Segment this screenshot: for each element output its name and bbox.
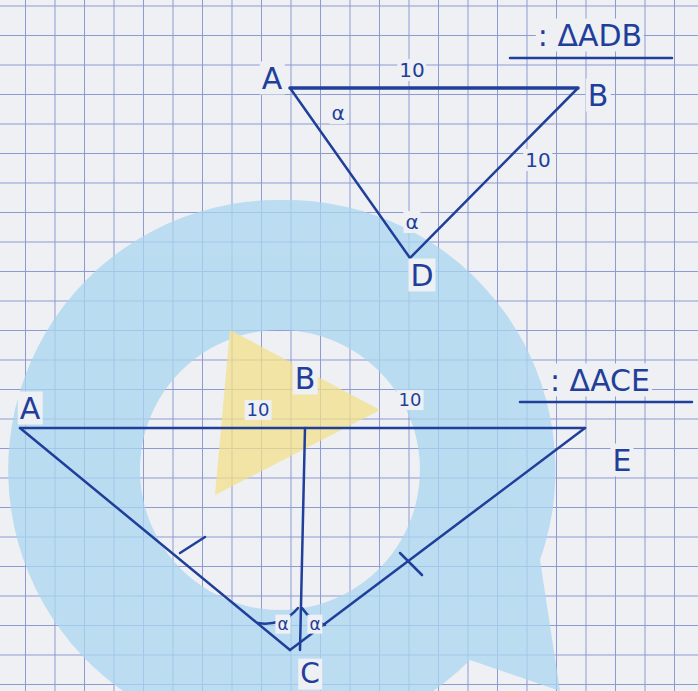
vertex-label: D [408,259,435,292]
grid-line [291,0,292,691]
grid-line [261,0,262,691]
vertex-label: A [260,62,285,95]
angle-label: α [275,615,290,634]
grid-line [0,153,698,154]
vertex-label: A [18,392,43,425]
grid-line [0,6,698,7]
triangle-heading: : ΔADB [536,19,644,52]
vertex-label: C [298,659,322,690]
watermark [8,200,560,691]
vertex-label: B [586,79,611,112]
grid-line [0,183,698,184]
grid-line [615,0,616,691]
grid-line [0,124,698,125]
grid-line [556,0,557,691]
side-length: 10 [397,59,426,81]
side-length: 10 [523,149,552,171]
vertex-label: E [611,444,634,477]
grid-line [645,0,646,691]
side-length: 10 [245,400,272,420]
angle-label: α [403,211,420,233]
grid-line [674,0,675,691]
triangle-ace [20,402,692,650]
angle-label: α [329,102,346,124]
grid-line [25,0,26,691]
angle-label: α [307,615,322,634]
grid-line [0,65,698,66]
grid-line [320,0,321,691]
triangle-heading: : ΔACE [548,364,652,397]
vertex-label: B [293,362,318,395]
triangle-adb [290,58,672,258]
side-length: 10 [397,390,424,410]
